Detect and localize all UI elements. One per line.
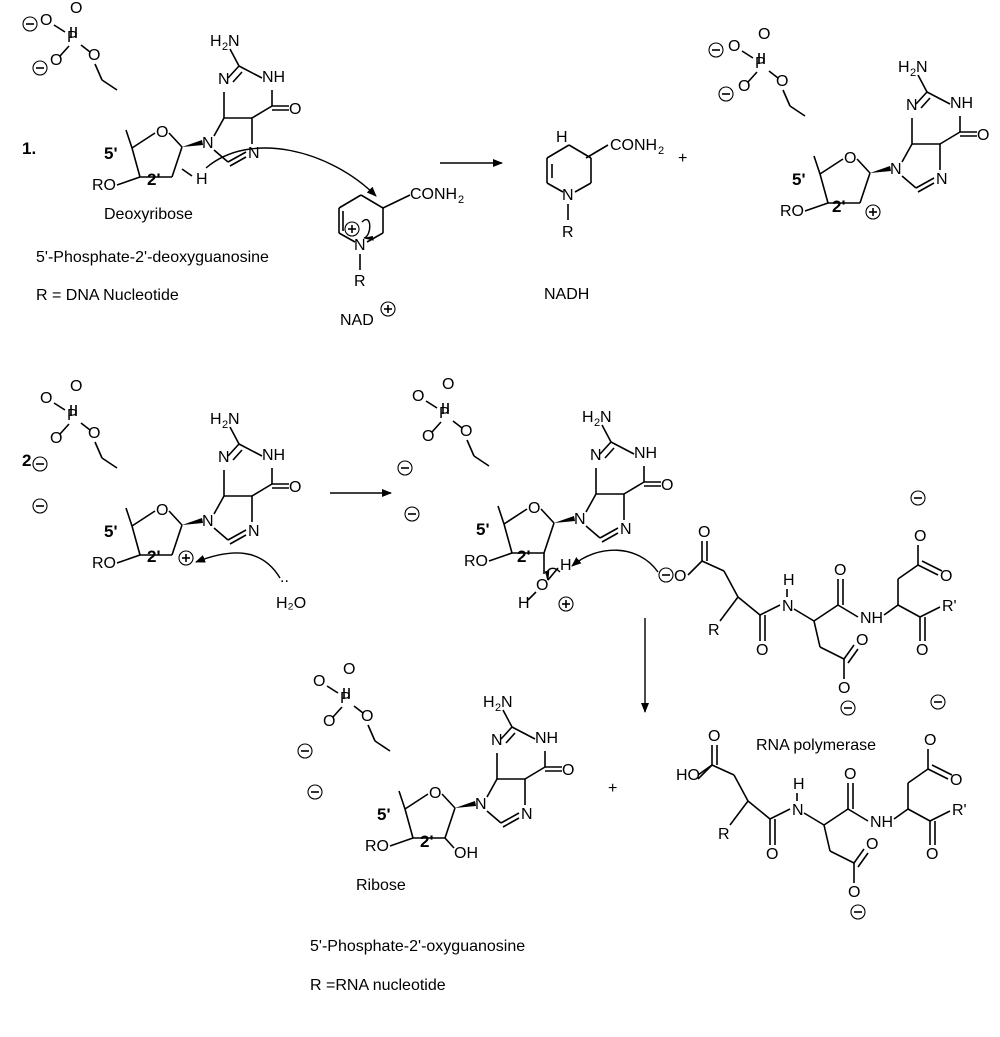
svg-text:R: R xyxy=(562,224,574,241)
rna-polymerase-label: RNA polymerase xyxy=(756,737,876,754)
step1-number: 1. xyxy=(22,139,36,158)
product-name: 5'-Phosphate-2'-oxyguanosine xyxy=(310,938,525,955)
svg-text:R: R xyxy=(354,273,366,290)
svg-text:H: H xyxy=(518,595,530,612)
svg-text:HO: HO xyxy=(676,767,700,784)
nadh-label: NADH xyxy=(544,286,589,303)
svg-text:O: O xyxy=(536,577,548,594)
plus-1: + xyxy=(678,150,687,167)
svg-text:2: 2 xyxy=(658,145,664,157)
nad-label: NAD xyxy=(340,312,374,329)
reactant1-r: R = DNA Nucleotide xyxy=(36,287,179,304)
product-sugar: Ribose xyxy=(356,877,406,894)
svg-text:2': 2' xyxy=(517,547,531,566)
svg-text:2': 2' xyxy=(832,197,846,216)
svg-text:O: O xyxy=(674,568,686,585)
reactant1-name: 5'-Phosphate-2'-deoxyguanosine xyxy=(36,249,269,266)
svg-text:CONH: CONH xyxy=(410,186,457,203)
hydride-arrow xyxy=(205,147,377,197)
plus-2: + xyxy=(608,780,617,797)
reactant1-sugar: Deoxyribose xyxy=(104,206,193,223)
svg-text:N: N xyxy=(562,187,574,204)
deprotonation-arrow xyxy=(571,549,659,573)
h-2prime: H xyxy=(196,171,208,188)
negative-charge-icon xyxy=(22,16,48,76)
svg-text:2: 2 xyxy=(458,194,464,206)
water-label: H₂O xyxy=(276,595,306,612)
svg-text:..: .. xyxy=(280,569,289,586)
water-attack-arrow xyxy=(195,552,281,579)
product-r: R =RNA nucleotide xyxy=(310,977,446,994)
svg-text:2': 2' xyxy=(147,547,161,566)
svg-text:H: H xyxy=(560,557,572,574)
svg-text:N: N xyxy=(354,237,366,254)
c2-label: 2' xyxy=(147,170,161,189)
oh-2prime: OH xyxy=(454,845,478,862)
svg-text:H: H xyxy=(556,129,568,146)
svg-text:2': 2' xyxy=(420,832,434,851)
svg-text:CONH: CONH xyxy=(610,137,657,154)
